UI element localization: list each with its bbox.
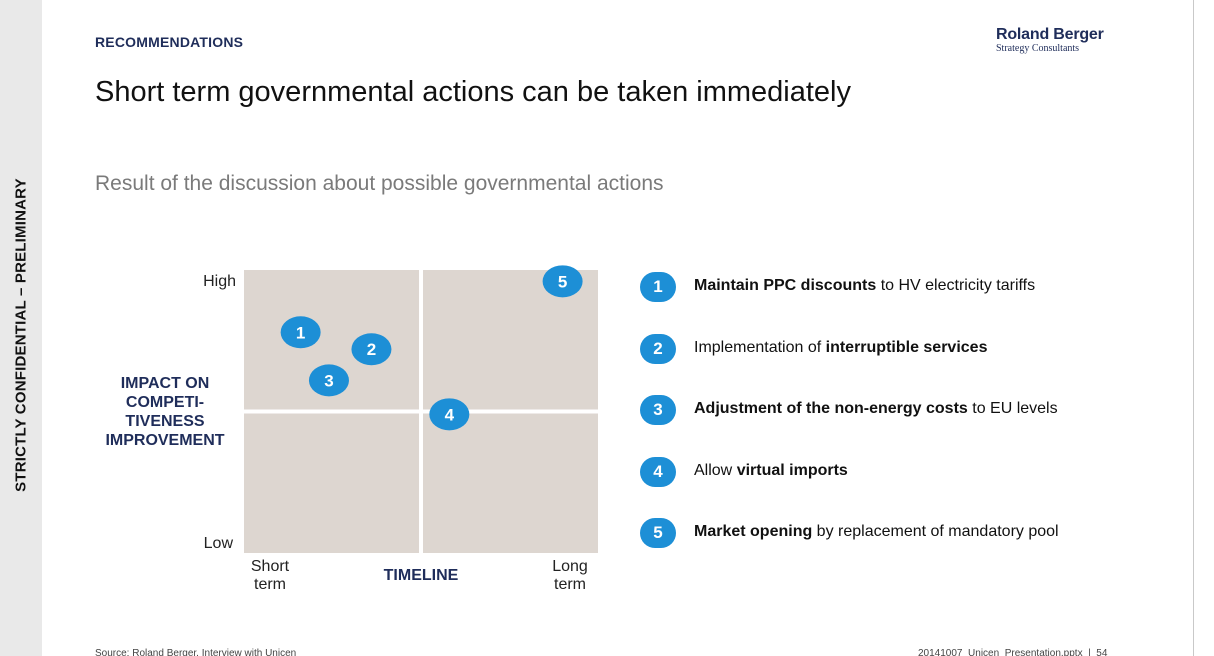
logo-main-text: Roland Berger	[996, 26, 1104, 43]
data-point-3: 3	[308, 364, 349, 397]
legend-text-bold: Market opening	[694, 523, 813, 540]
quadrant-grid	[244, 270, 598, 553]
legend-text: Adjustment of the non-energy costs to EU…	[694, 400, 1058, 418]
x-axis-label: TIMELINE	[384, 567, 459, 584]
legend-item: 4 Allow virtual imports	[640, 456, 1180, 519]
legend-number-badge: 4	[640, 456, 676, 487]
data-point-label: 3	[324, 371, 333, 390]
data-point-1: 1	[280, 316, 321, 349]
quadrant-bottom-left	[244, 413, 419, 553]
data-point-2: 2	[351, 333, 392, 366]
x-tick-high-line-1: Long	[552, 558, 588, 575]
data-point-label: 2	[367, 340, 376, 359]
legend-text: Market opening by replacement of mandato…	[694, 523, 1059, 541]
x-tick-high-line-2: term	[554, 576, 586, 593]
legend-item: 2 Implementation of interruptible servic…	[640, 333, 1180, 396]
legend-text: Allow virtual imports	[694, 462, 848, 480]
legend-number-badge: 1	[640, 272, 676, 302]
legend-item: 1 Maintain PPC discounts to HV electrici…	[640, 272, 1180, 334]
legend-number-badge: 3	[640, 395, 676, 425]
y-axis-label-line-4: IMPROVEMENT	[105, 432, 224, 449]
x-tick-low-line-2: term	[254, 576, 286, 593]
right-divider	[1193, 0, 1194, 656]
legend-text-bold: interruptible services	[825, 338, 988, 356]
legend-text-bold: Maintain PPC discounts	[694, 277, 877, 294]
legend-text-before: Allow	[694, 461, 737, 479]
quadrant-bottom-right	[423, 413, 598, 553]
y-axis-label-line-3: TIVENESS	[125, 413, 204, 430]
data-point-bubble	[351, 333, 392, 366]
section-label: RECOMMENDATIONS	[95, 34, 244, 50]
footer-filename: 20141007_Unicen_Presentation.pptx	[918, 648, 1083, 656]
legend-number-badge: 2	[640, 333, 676, 364]
source-note: Source: Roland Berger, Interview with Un…	[95, 648, 297, 656]
legend-text-before: Implementation of	[694, 338, 826, 356]
data-points: 1 2 3 4 5	[280, 265, 583, 431]
legend-text: Implementation of interruptible services	[694, 339, 987, 357]
side-band: STRICTLY CONFIDENTIAL – PRELIMINARY	[0, 0, 42, 656]
legend-text-bold: Adjustment of the non-energy costs	[694, 400, 968, 417]
data-point-bubble	[308, 364, 349, 397]
page-number: 54	[1096, 648, 1108, 656]
legend-item: 3 Adjustment of the non-energy costs to …	[640, 395, 1180, 457]
brand-logo: Roland Berger Strategy Consultants	[996, 26, 1118, 55]
legend: 1 Maintain PPC discounts to HV electrici…	[640, 272, 1180, 580]
legend-text-after: by replacement of mandatory pool	[812, 523, 1059, 540]
data-point-bubble	[429, 398, 470, 431]
data-point-bubble	[280, 316, 321, 349]
y-axis-label-line-1: IMPACT ON	[121, 375, 210, 392]
data-point-label: 5	[558, 272, 567, 291]
data-point-5: 5	[542, 265, 583, 298]
data-point-label: 4	[445, 405, 455, 424]
legend-text-after: to EU levels	[967, 400, 1058, 417]
impact-timeline-matrix: High Low IMPACT ON COMPETI- TIVENESS IMP…	[105, 265, 598, 593]
legend-number-badge: 5	[640, 518, 676, 548]
data-point-bubble	[542, 265, 583, 298]
y-axis-label: IMPACT ON COMPETI- TIVENESS IMPROVEMENT	[105, 375, 224, 449]
x-tick-low-line-1: Short	[251, 558, 290, 575]
slide-title: Short term governmental actions can be t…	[95, 76, 851, 108]
data-point-label: 1	[296, 323, 305, 342]
legend-text-bold: virtual imports	[736, 461, 848, 479]
legend-text: Maintain PPC discounts to HV electricity…	[694, 277, 1035, 295]
data-point-4: 4	[429, 398, 470, 431]
logo-sub-text: Strategy Consultants	[996, 43, 1080, 54]
footer-file-info: 20141007_Unicen_Presentation.pptx | 54	[918, 648, 1107, 656]
y-tick-low: Low	[204, 535, 234, 552]
y-tick-high: High	[203, 273, 236, 290]
legend-text-after: to HV electricity tariffs	[876, 277, 1036, 294]
legend-item: 5 Market opening by replacement of manda…	[640, 518, 1180, 580]
slide-subtitle: Result of the discussion about possible …	[95, 172, 664, 195]
y-axis-label-line-2: COMPETI-	[126, 394, 204, 411]
